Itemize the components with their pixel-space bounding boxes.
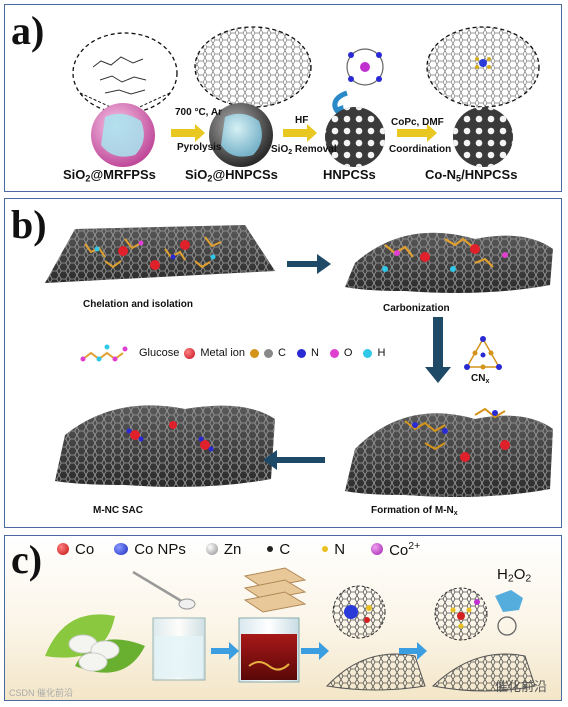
arrow-c-1	[211, 642, 239, 660]
legend-n: N	[310, 347, 319, 359]
sheet-formation-mnx	[345, 407, 553, 497]
beaker-red-solution	[238, 617, 300, 683]
step3-line1: CoPc, DMF	[391, 117, 444, 128]
legend-metal-ion-dot	[184, 347, 196, 359]
arrow-coordination	[397, 124, 437, 142]
step1-line1: 700 °C, Ar	[175, 107, 222, 118]
panel-c-graphics	[45, 567, 536, 692]
label-formation-mnx: Formation of M-Nx	[371, 505, 458, 517]
legend-zn: Zn	[223, 540, 242, 558]
label-sio2-hnpcss: SiO2@HNPCSs	[185, 167, 278, 184]
silk-cocoons	[45, 614, 145, 673]
legend-c-atom: C	[279, 540, 291, 558]
beaker-water	[152, 617, 206, 681]
legend-co: Co	[75, 540, 95, 558]
cnx-structure	[464, 336, 502, 370]
spatula	[132, 570, 196, 610]
watermark-left: CSDN 催化前沿	[9, 688, 74, 698]
legend-o: O	[343, 347, 353, 359]
legend-glucose: Glucose	[139, 347, 180, 359]
label-cnx: CNx	[471, 373, 490, 385]
legend-c: Co Co NPs Zn C N Co2+	[57, 540, 420, 559]
panel-c: c) Co Co NPs Zn C N Co2+	[4, 535, 562, 701]
c-dot-icon	[267, 546, 274, 553]
arrow-c-2	[301, 642, 329, 660]
copc-molecule	[332, 48, 384, 117]
panel-b-graphics	[45, 225, 553, 497]
legend-h: H	[377, 347, 386, 359]
legend-co2: Co2+	[389, 540, 421, 559]
legend-n-dot	[296, 348, 306, 358]
arrow-down-b	[425, 317, 451, 383]
sheet-mnc-sac	[55, 405, 275, 487]
panel-c-label: c)	[11, 537, 43, 582]
label-sio2-mrfpss: SiO2@MRFPSs	[63, 167, 156, 184]
label-carbonization: Carbonization	[383, 303, 450, 314]
panel-a: a)	[4, 4, 562, 192]
step2-line1: HF	[295, 115, 309, 126]
label-chelation: Chelation and isolation	[83, 299, 194, 310]
arrow-hf	[283, 124, 317, 142]
zoom-ellipse-3	[426, 26, 540, 108]
step1-line2: Pyrolysis	[177, 142, 222, 153]
zoom-co-nps	[325, 585, 426, 691]
sheet-carbonization	[345, 232, 553, 293]
label-mnc-sac: M-NC SAC	[93, 505, 143, 516]
legend-c-gray-dot	[264, 348, 273, 358]
panel-b: b)	[4, 198, 562, 528]
label-co-n5-hnpcss: Co-N5/HNPCSs	[425, 167, 518, 184]
arrow-left-b	[263, 450, 325, 470]
label-h2o2: H2O2	[497, 566, 532, 585]
zoom-co2-h2o2	[431, 587, 536, 692]
watermark-right: 催化前沿	[495, 679, 548, 694]
legend-h-dot	[363, 348, 373, 358]
legend-c: C	[278, 347, 286, 359]
zn-dot-icon	[205, 543, 218, 556]
legend-metal-ion: Metal ion	[200, 347, 245, 359]
label-hnpcss: HNPCSs	[323, 167, 376, 182]
legend-b: Glucose Metal ion C N O H	[139, 347, 385, 359]
co-nps-dot-icon	[114, 543, 129, 556]
legend-c-dot	[250, 348, 259, 358]
sheet-chelation	[45, 225, 275, 283]
panel-a-label: a)	[11, 8, 45, 53]
legend-o-dot	[329, 348, 339, 358]
arrow-c-3	[399, 642, 427, 660]
zoom-ellipse-2	[194, 26, 312, 108]
panel-b-label: b)	[11, 202, 47, 247]
panel-a-graphics	[72, 26, 540, 167]
zoom-ellipse-1	[72, 32, 178, 114]
co2-dot-icon	[371, 543, 384, 556]
legend-co-nps: Co NPs	[134, 540, 186, 558]
glucose-molecule-icon	[80, 344, 128, 362]
layered-sheets	[243, 567, 307, 613]
legend-n-atom: N	[334, 540, 346, 558]
step3-line2: Coordination	[389, 144, 452, 155]
arrow-pyrolysis	[171, 124, 205, 142]
co-dot-icon	[57, 543, 69, 556]
n-dot-icon	[322, 546, 329, 553]
arrow-right-b	[287, 254, 331, 274]
step2-line2: SiO2 Removal	[271, 144, 337, 156]
